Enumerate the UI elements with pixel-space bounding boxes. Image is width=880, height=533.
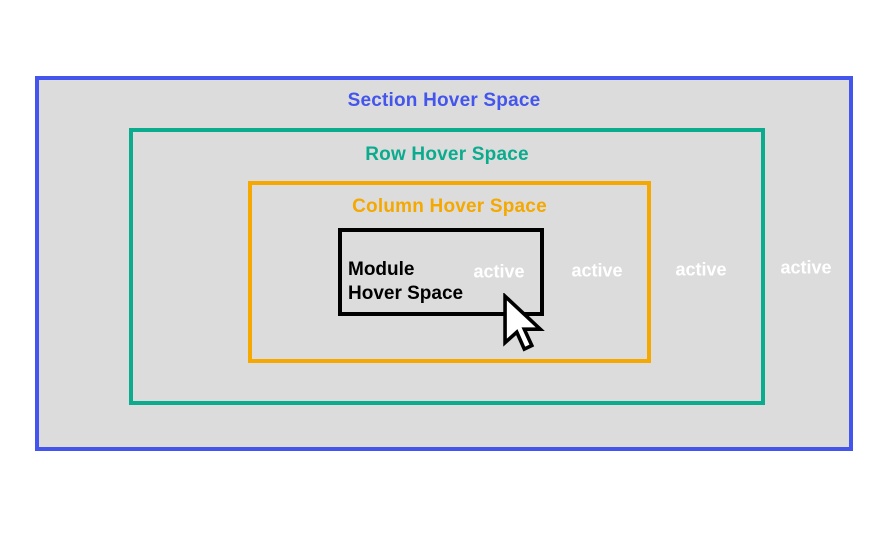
row-hover-space-box: Row Hover Space [129, 128, 765, 405]
column-hover-space-box: Column Hover Space [248, 181, 651, 363]
module-hover-space-box: Module Hover Space [338, 228, 544, 316]
row-hover-space-title: Row Hover Space [365, 144, 529, 165]
module-hover-space-title: Module Hover Space [348, 258, 463, 306]
module-title-line2: Hover Space [348, 283, 464, 304]
active-label-section: active [780, 257, 832, 278]
active-label-column: active [571, 260, 623, 281]
section-hover-space-title: Section Hover Space [347, 90, 541, 111]
column-hover-space-title: Column Hover Space [352, 196, 547, 217]
module-title-line1: Module [348, 259, 415, 280]
active-label-row: active [675, 259, 727, 280]
arrow-pointer-icon [503, 293, 545, 352]
section-hover-space-box: Section Hover Space [35, 76, 853, 451]
active-label-module: active [473, 261, 525, 282]
